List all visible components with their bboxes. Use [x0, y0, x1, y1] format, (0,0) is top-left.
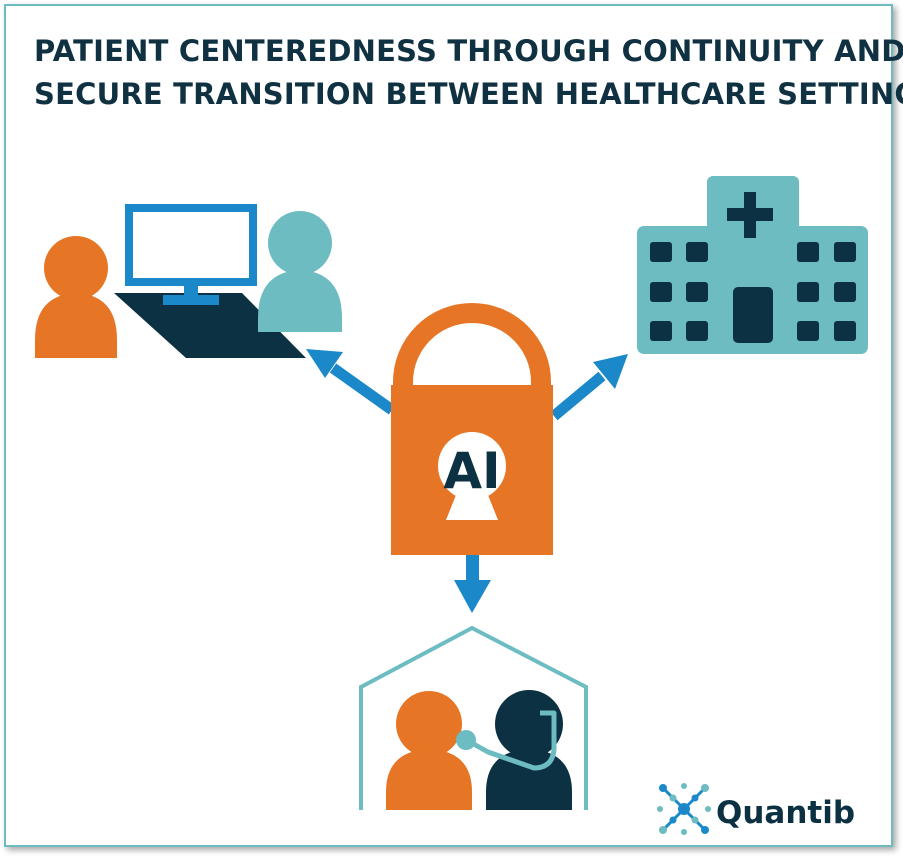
- patient-icon: [386, 691, 472, 810]
- doctor-stethoscope-icon: [456, 690, 572, 810]
- padlock-icon: AI: [391, 303, 553, 555]
- keyboard-base-icon: [114, 293, 306, 358]
- arrow-to-telemedicine: [306, 349, 396, 415]
- home-group: [359, 625, 588, 810]
- computer-monitor-icon: [125, 204, 257, 305]
- lock-ai-label: AI: [443, 442, 500, 500]
- telemedicine-group: [35, 204, 342, 358]
- title-line-2: SECURE TRANSITION BETWEEN HEALTHCARE SET…: [34, 77, 903, 111]
- quantib-logo-text: Quantib: [716, 795, 855, 831]
- arrow-to-hospital: [550, 354, 628, 421]
- diagram-title: PATIENT CENTEREDNESS THROUGH CONTINUITY …: [34, 30, 903, 116]
- patient-icon: [35, 236, 117, 358]
- clinician-icon: [258, 211, 342, 332]
- hospital-icon: [637, 176, 868, 354]
- quantib-logo: Quantib: [657, 783, 855, 835]
- arrow-to-home: [454, 555, 491, 613]
- quantib-logo-icon: [657, 783, 711, 835]
- title-line-1: PATIENT CENTEREDNESS THROUGH CONTINUITY …: [34, 34, 903, 68]
- home-icon: [359, 625, 588, 810]
